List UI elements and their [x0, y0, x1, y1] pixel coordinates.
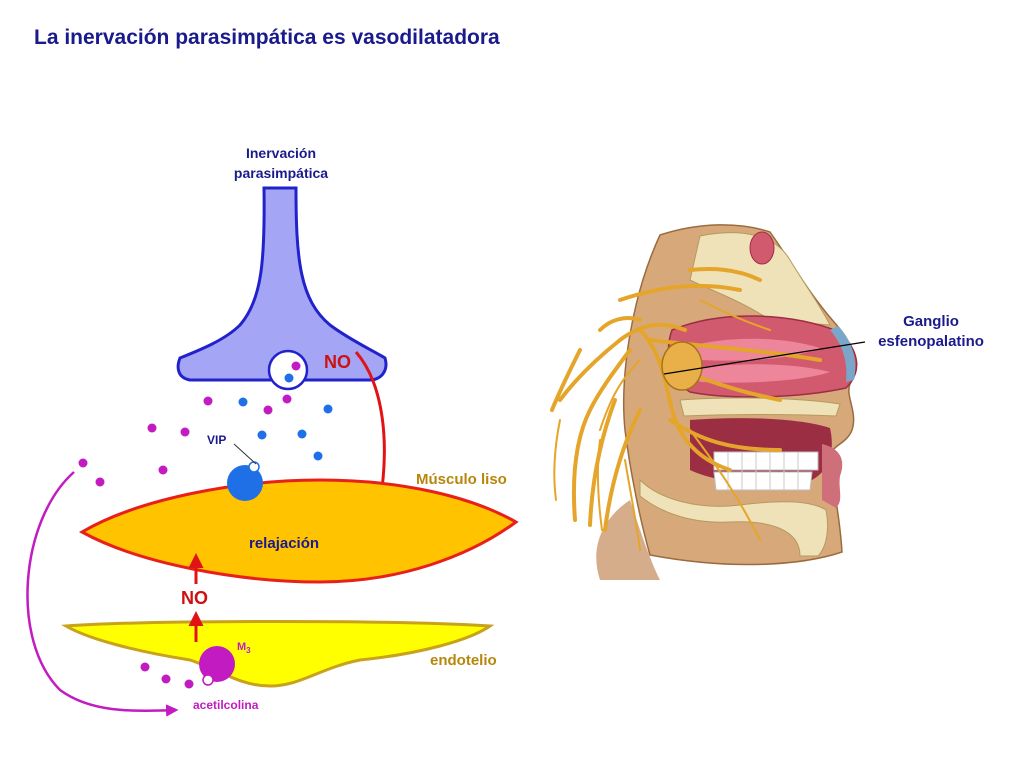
hard-palate	[679, 397, 841, 417]
ach-dot	[180, 427, 190, 437]
vip-dot	[297, 429, 307, 439]
vesicle-release-site	[267, 349, 309, 391]
ach-dot	[282, 394, 292, 404]
sphenopalatine-ganglion	[661, 341, 703, 391]
nerve-label-line1: Inervación	[246, 145, 316, 161]
ach-dot	[158, 465, 168, 475]
vip-dot	[238, 397, 248, 407]
frontal-sinus	[749, 231, 775, 265]
endothelium-label: endotelio	[430, 652, 497, 669]
vip-dot	[323, 404, 333, 414]
endothelial-cell	[61, 620, 495, 688]
upper-teeth	[713, 451, 819, 471]
ach-dot	[161, 674, 171, 684]
ganglion-label-line1: Ganglio	[903, 313, 959, 330]
nerve-label-line2: parasimpática	[234, 165, 328, 181]
lips	[822, 444, 843, 508]
ach-dot	[95, 477, 105, 487]
lower-teeth	[713, 471, 813, 491]
acetylcholine-label: acetilcolina	[193, 698, 259, 712]
no-label-nerve: NO	[324, 352, 351, 372]
vip-dot	[313, 451, 323, 461]
ach-dot	[203, 396, 213, 406]
relaxation-label: relajación	[249, 535, 319, 552]
m3-receptor-bound	[202, 674, 214, 686]
vip-dot	[257, 430, 267, 440]
slide-title: La inervación parasimpática es vasodilat…	[34, 26, 500, 49]
vip-pointer	[233, 443, 257, 465]
ach-dot	[140, 662, 150, 672]
m3-label-subscript: 3	[246, 646, 251, 655]
ach-diffusion-arrow	[26, 471, 179, 717]
no-label-endothelium: NO	[181, 588, 208, 608]
head-anatomy-illustration	[550, 224, 858, 580]
released-neurotransmitters	[78, 394, 333, 487]
smooth-muscle-cell	[78, 478, 519, 584]
neck-section	[596, 500, 660, 580]
vip-receptor-bound	[248, 461, 260, 473]
facial-nerves-thin	[553, 299, 771, 551]
m3-label-main: M	[237, 641, 246, 653]
ach-dot	[263, 405, 273, 415]
smooth-muscle-label: Músculo liso	[416, 471, 507, 488]
ach-dot	[184, 679, 194, 689]
vesicle-ach-dot	[291, 361, 301, 371]
vip-label: VIP	[207, 433, 226, 447]
ganglion-label-line2: esfenopalatino	[878, 333, 984, 350]
m3-label: M3	[237, 641, 251, 655]
ganglion-pointer	[663, 341, 866, 375]
facial-nerves	[550, 267, 822, 532]
vip-receptor	[227, 465, 263, 501]
mandible	[639, 478, 829, 557]
m3-receptor	[199, 646, 235, 682]
vesicle-vip-dot	[284, 373, 294, 383]
ach-dot	[78, 458, 88, 468]
nose-cartilage	[830, 326, 856, 382]
nasal-concha	[690, 364, 830, 383]
ach-dot	[147, 423, 157, 433]
